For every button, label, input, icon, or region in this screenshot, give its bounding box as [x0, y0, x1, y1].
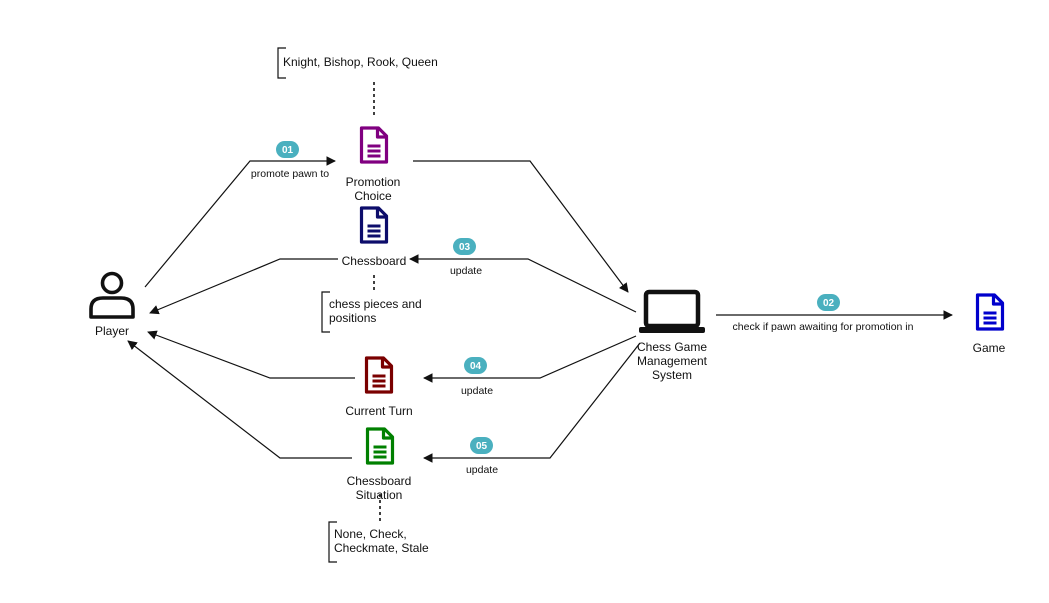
- note-chessboard: chess pieces and positions: [321, 291, 422, 333]
- document-icon: [364, 356, 394, 394]
- edge-chessboard-situation-to-player: [127, 340, 352, 459]
- node-promotion-choice[interactable]: Promotion Choice: [346, 126, 401, 203]
- node-label-chessboard-situation-line2: Situation: [356, 488, 403, 502]
- node-label-current-turn: Current Turn: [345, 404, 412, 418]
- node-chessboard[interactable]: Chessboard: [342, 206, 407, 268]
- node-label-chessboard-situation-line1: Chessboard: [347, 474, 412, 488]
- node-player[interactable]: Player: [89, 271, 135, 339]
- edge-03-system-to-chessboard: [409, 254, 637, 313]
- user-icon: [89, 271, 135, 319]
- edge-label-05: update: [466, 464, 498, 476]
- document-icon: [359, 126, 389, 164]
- edge-current-turn-to-player: [147, 330, 355, 379]
- node-label-promotion-choice-line1: Promotion: [346, 175, 401, 189]
- svg-text:03: 03: [459, 242, 471, 253]
- node-label-player: Player: [95, 324, 129, 338]
- svg-text:Checkmate, Stale: Checkmate, Stale: [334, 541, 429, 555]
- edge-chessboard-to-player: [149, 258, 338, 315]
- laptop-icon: [639, 289, 705, 333]
- edge-label-04: update: [461, 385, 493, 397]
- edge-badge-04: 04: [464, 357, 487, 374]
- svg-text:05: 05: [476, 441, 488, 452]
- edge-04-system-to-current-turn: [423, 335, 637, 383]
- edge-badge-05: 05: [470, 437, 493, 454]
- svg-text:01: 01: [282, 145, 294, 156]
- edge-label-02: check if pawn awaiting for promotion in: [733, 321, 914, 333]
- svg-text:Knight, Bishop, Rook, Queen: Knight, Bishop, Rook, Queen: [283, 55, 438, 69]
- svg-text:04: 04: [470, 361, 482, 372]
- document-icon: [365, 427, 395, 465]
- node-label-system-line1: Chess Game: [637, 340, 707, 354]
- edge-badge-02: 02: [817, 294, 840, 311]
- edge-label-03: update: [450, 265, 482, 277]
- svg-text:positions: positions: [329, 311, 376, 325]
- node-game[interactable]: Game: [973, 293, 1006, 355]
- svg-text:02: 02: [823, 298, 835, 309]
- edge-label-01: promote pawn to: [251, 168, 329, 180]
- node-chessboard-situation[interactable]: Chessboard Situation: [347, 427, 412, 502]
- edge-01-player-to-promotion-choice: [144, 156, 336, 288]
- node-label-chessboard: Chessboard: [342, 254, 407, 268]
- edge-badge-03: 03: [453, 238, 476, 255]
- node-current-turn[interactable]: Current Turn: [345, 356, 413, 418]
- edge-05-system-to-chessboard-situation: [423, 342, 641, 463]
- edge-promotion-choice-to-system: [413, 160, 629, 293]
- note-chessboard-situation: None, Check, Checkmate, Stale: [328, 521, 429, 563]
- svg-text:chess pieces and: chess pieces and: [329, 297, 422, 311]
- svg-text:None, Check,: None, Check,: [334, 527, 407, 541]
- node-label-promotion-choice-line2: Choice: [354, 189, 392, 203]
- document-icon: [359, 206, 389, 244]
- document-icon: [975, 293, 1005, 331]
- node-label-system-line2: Management: [637, 354, 708, 368]
- node-label-game: Game: [973, 341, 1006, 355]
- node-label-system-line3: System: [652, 368, 692, 382]
- edge-badge-01: 01: [276, 141, 299, 158]
- note-promotion-choice: Knight, Bishop, Rook, Queen: [277, 47, 438, 79]
- node-chess-game-management-system[interactable]: Chess Game Management System: [637, 289, 708, 382]
